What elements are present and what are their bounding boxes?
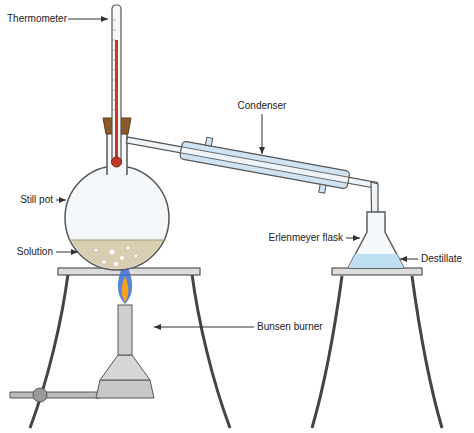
solution-label: Solution [16,246,54,258]
distillate-label: Destillate [420,253,463,265]
burner-label: Bunsen burner [256,321,324,333]
thermometer-label: Thermometer [6,13,68,25]
flask-label: Erlenmeyer flask [268,232,344,244]
still-pot-label: Still pot [19,194,54,206]
condenser-label: Condenser [237,100,288,112]
